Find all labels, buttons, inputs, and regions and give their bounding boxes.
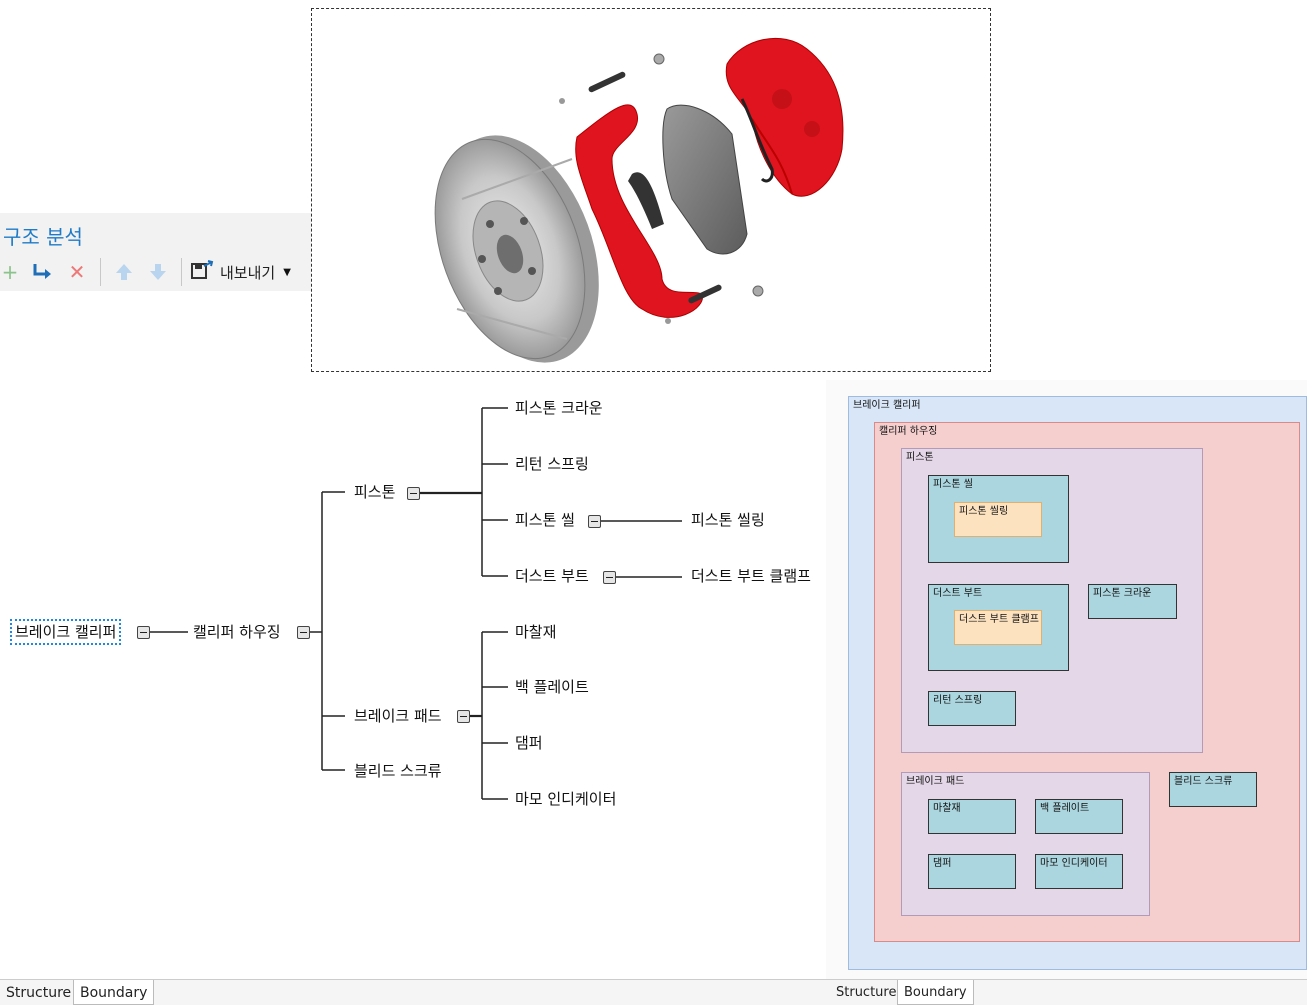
tree-node-piston[interactable]: 피스톤 bbox=[354, 483, 396, 501]
collapse-toggle[interactable] bbox=[137, 626, 150, 639]
collapse-toggle[interactable] bbox=[407, 487, 420, 500]
tree-node-wear-indicator[interactable]: 마모 인디케이터 bbox=[515, 790, 617, 808]
brake-assembly-exploded-image bbox=[434, 37, 844, 363]
collapse-toggle[interactable] bbox=[588, 515, 601, 528]
tree-node-bleed-screw[interactable]: 블리드 스크류 bbox=[354, 762, 442, 780]
tree-node-brake-pad[interactable]: 브레이크 패드 bbox=[354, 707, 442, 725]
tab-boundary-right[interactable]: Boundary bbox=[897, 980, 974, 1005]
boundary-friction-material[interactable]: 마찰재 bbox=[928, 799, 1016, 834]
boundary-back-plate[interactable]: 백 플레이트 bbox=[1035, 799, 1123, 834]
boundary-piston-crown[interactable]: 피스톤 크라운 bbox=[1088, 584, 1177, 619]
panel-title: 구조 분석 bbox=[3, 225, 83, 249]
boundary-damper[interactable]: 댐퍼 bbox=[928, 854, 1016, 889]
collapse-toggle[interactable] bbox=[297, 626, 310, 639]
collapse-toggle[interactable] bbox=[457, 710, 470, 723]
tree-node-damper[interactable]: 댐퍼 bbox=[515, 734, 543, 752]
boundary-bleed-screw[interactable]: 블리드 스크류 bbox=[1169, 772, 1257, 807]
export-icon bbox=[190, 259, 214, 285]
boundary-return-spring[interactable]: 리턴 스프링 bbox=[928, 691, 1016, 726]
tree-connectors bbox=[150, 407, 682, 800]
bottom-tab-bar bbox=[0, 979, 1307, 1005]
tab-structure-right[interactable]: Structure bbox=[836, 985, 897, 1000]
tree-node-return-spring[interactable]: 리턴 스프링 bbox=[515, 455, 589, 473]
toolbar-divider bbox=[100, 258, 101, 286]
boundary-wear-indicator[interactable]: 마모 인디케이터 bbox=[1035, 854, 1123, 889]
delete-x-icon[interactable]: ✕ bbox=[68, 260, 86, 284]
tree-node-caliper-housing[interactable]: 캘리퍼 하우징 bbox=[193, 623, 281, 641]
indent-arrow-icon[interactable] bbox=[30, 259, 54, 285]
brake-assembly-image bbox=[311, 8, 991, 372]
tree-node-dust-boot[interactable]: 더스트 부트 bbox=[515, 567, 589, 585]
arrow-up-icon[interactable] bbox=[113, 259, 135, 285]
tree-node-piston-seal[interactable]: 피스톤 씰 bbox=[515, 511, 575, 529]
tab-structure-left[interactable]: Structure bbox=[6, 985, 72, 1001]
collapse-toggle[interactable] bbox=[603, 571, 616, 584]
boundary-brake-pad[interactable]: 브레이크 패드 bbox=[901, 772, 1150, 916]
tree-node-dust-boot-clamp[interactable]: 더스트 부트 클램프 bbox=[691, 567, 811, 585]
export-label: 내보내기 bbox=[220, 263, 276, 282]
toolbar-divider bbox=[181, 258, 182, 286]
structure-panel-header bbox=[0, 213, 311, 291]
tree-node-back-plate[interactable]: 백 플레이트 bbox=[515, 678, 589, 696]
boundary-piston-sealing[interactable]: 피스톤 씰링 bbox=[954, 502, 1042, 537]
tab-boundary-left[interactable]: Boundary bbox=[73, 980, 155, 1005]
plus-icon[interactable]: + bbox=[1, 260, 19, 284]
boundary-diagram-panel: 브레이크 캘리퍼 캘리퍼 하우징 피스톤 피스톤 씰 피스톤 씰링 더스트 부트… bbox=[826, 380, 1307, 980]
boundary-dust-boot-clamp[interactable]: 더스트 부트 클램프 bbox=[954, 610, 1042, 645]
tree-node-piston-crown[interactable]: 피스톤 크라운 bbox=[515, 399, 603, 417]
tree-node-brake-caliper[interactable]: 브레이크 캘리퍼 bbox=[10, 619, 122, 645]
export-button[interactable]: 내보내기 ▼ bbox=[190, 259, 310, 285]
chevron-down-icon: ▼ bbox=[283, 266, 291, 278]
tree-node-piston-sealing[interactable]: 피스톤 씰링 bbox=[691, 511, 765, 529]
tree-node-friction-material[interactable]: 마찰재 bbox=[515, 623, 557, 641]
arrow-down-icon[interactable] bbox=[147, 259, 169, 285]
